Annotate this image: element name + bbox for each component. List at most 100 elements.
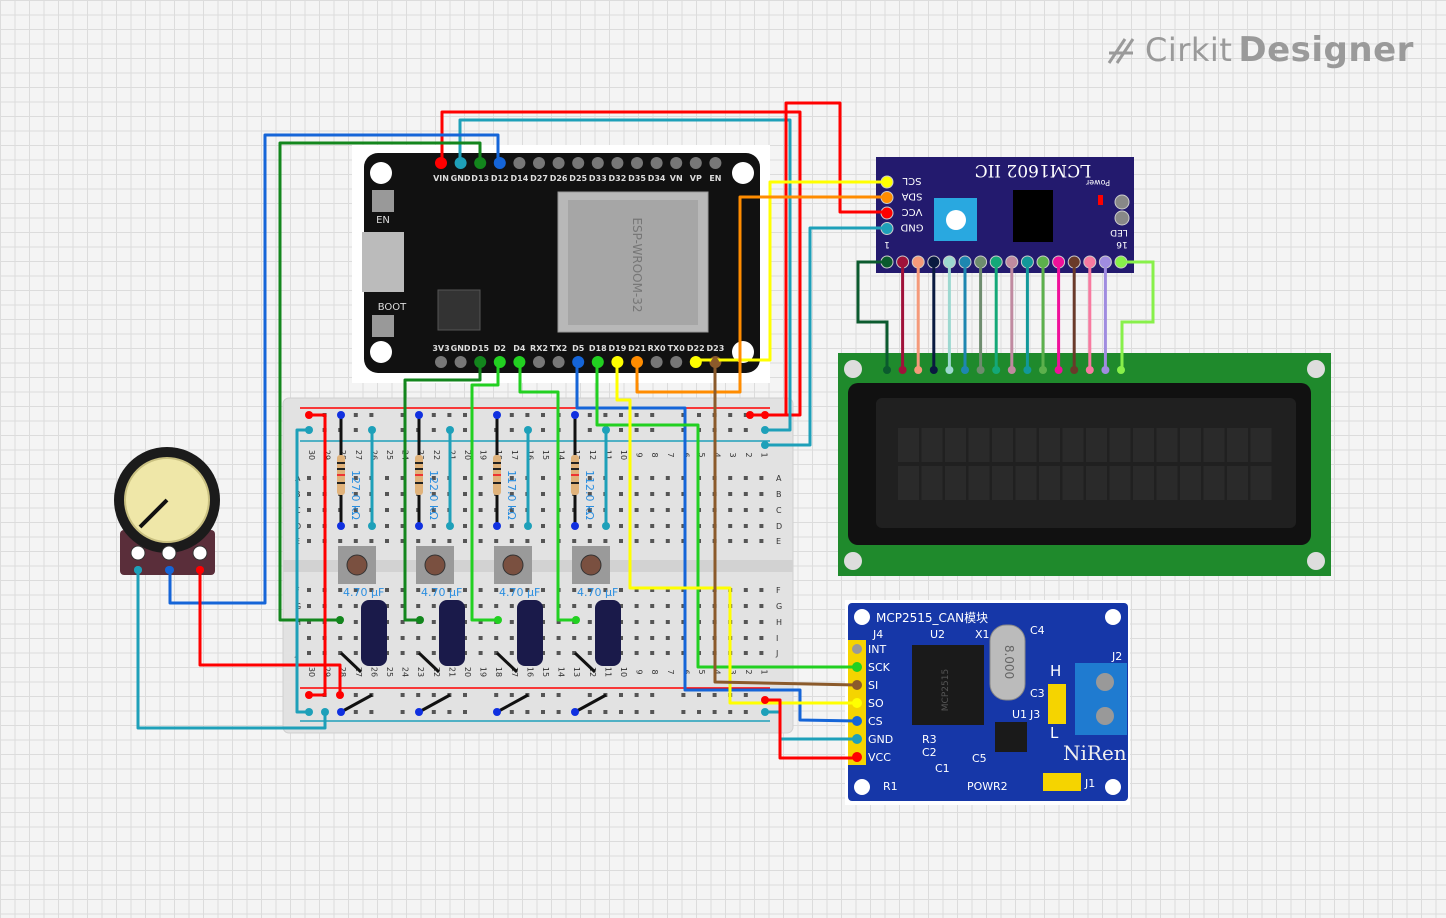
breadboard-hole[interactable] bbox=[509, 620, 514, 624]
breadboard-hole[interactable] bbox=[665, 588, 670, 592]
breadboard-hole[interactable] bbox=[681, 620, 686, 624]
breadboard-hole[interactable] bbox=[431, 539, 436, 543]
breadboard-hole[interactable] bbox=[385, 476, 389, 480]
lcd-display-pin[interactable] bbox=[1054, 366, 1063, 374]
breadboard-hole[interactable] bbox=[385, 588, 389, 592]
rail-hole[interactable] bbox=[681, 693, 686, 697]
breadboard-hole[interactable] bbox=[307, 620, 311, 624]
lcd-data-wire[interactable] bbox=[1120, 260, 1155, 370]
wire-d18-sck[interactable] bbox=[595, 362, 857, 669]
rail-hole[interactable] bbox=[463, 428, 467, 432]
breadboard-hole[interactable] bbox=[525, 588, 530, 592]
rail-hole[interactable] bbox=[525, 413, 530, 417]
breadboard-hole[interactable] bbox=[509, 492, 514, 496]
rail-hole[interactable] bbox=[369, 413, 374, 417]
wire-d13[interactable] bbox=[278, 141, 482, 622]
esp32-pin-gnd[interactable] bbox=[454, 356, 467, 368]
breadboard-hole[interactable] bbox=[509, 651, 514, 655]
wire-d15[interactable] bbox=[403, 362, 482, 622]
rail-hole[interactable] bbox=[587, 413, 592, 417]
breadboard-hole[interactable] bbox=[353, 492, 358, 496]
esp32-pin-d14[interactable] bbox=[513, 157, 526, 169]
breadboard-hole[interactable] bbox=[400, 524, 405, 528]
rail-hole[interactable] bbox=[400, 428, 405, 432]
breadboard-hole[interactable] bbox=[541, 508, 545, 512]
lcd-display-pin[interactable] bbox=[1085, 366, 1094, 374]
breadboard-hole[interactable] bbox=[494, 539, 499, 543]
breadboard-hole[interactable] bbox=[447, 588, 452, 592]
rail-hole[interactable] bbox=[587, 428, 592, 432]
breadboard-hole[interactable] bbox=[634, 539, 639, 543]
lcd-display-pin[interactable] bbox=[961, 366, 969, 374]
rail-hole[interactable] bbox=[353, 693, 358, 697]
breadboard-hole[interactable] bbox=[509, 604, 514, 608]
breadboard-hole[interactable] bbox=[634, 604, 639, 608]
breadboard-hole[interactable] bbox=[572, 651, 577, 655]
breadboard-hole[interactable] bbox=[416, 539, 421, 543]
breadboard-hole[interactable] bbox=[603, 588, 608, 592]
rail-hole[interactable] bbox=[697, 413, 701, 417]
breadboard-hole[interactable] bbox=[369, 539, 374, 543]
breadboard-hole[interactable] bbox=[463, 476, 467, 480]
breadboard-hole[interactable] bbox=[307, 651, 311, 655]
breadboard-hole[interactable] bbox=[634, 524, 639, 528]
lcd-data-wire[interactable] bbox=[856, 260, 889, 370]
breadboard-hole[interactable] bbox=[307, 508, 311, 512]
rail-hole[interactable] bbox=[650, 710, 655, 714]
breadboard-hole[interactable] bbox=[728, 476, 733, 480]
breadboard-hole[interactable] bbox=[759, 539, 764, 543]
breadboard-hole[interactable] bbox=[650, 636, 655, 640]
breadboard-hole[interactable] bbox=[463, 539, 467, 543]
breadboard-hole[interactable] bbox=[307, 492, 311, 496]
esp32-pin-d26[interactable] bbox=[552, 157, 565, 169]
breadboard-hole[interactable] bbox=[353, 620, 358, 624]
breadboard-hole[interactable] bbox=[587, 508, 592, 512]
breadboard-hole[interactable] bbox=[665, 620, 670, 624]
breadboard-hole[interactable] bbox=[431, 492, 436, 496]
wire-mcp-vcc[interactable] bbox=[765, 698, 857, 760]
breadboard-hole[interactable] bbox=[634, 492, 639, 496]
rail-hole[interactable] bbox=[400, 693, 405, 697]
wire-lcd-gnd[interactable] bbox=[765, 226, 887, 447]
esp32-pin-3v3[interactable] bbox=[435, 356, 447, 368]
rail-hole[interactable] bbox=[369, 710, 374, 714]
breadboard-hole[interactable] bbox=[338, 636, 343, 640]
esp32-pin-rx2[interactable] bbox=[533, 356, 545, 368]
breadboard-hole[interactable] bbox=[541, 492, 545, 496]
breadboard-hole[interactable] bbox=[447, 539, 452, 543]
breadboard-hole[interactable] bbox=[759, 620, 764, 624]
breadboard-hole[interactable] bbox=[681, 524, 686, 528]
rail-hole[interactable] bbox=[463, 413, 467, 417]
breadboard-hole[interactable] bbox=[509, 539, 514, 543]
wire-d23-si[interactable] bbox=[713, 362, 858, 687]
esp32-pin-rx0[interactable] bbox=[650, 356, 663, 368]
breadboard-hole[interactable] bbox=[478, 476, 483, 480]
rail-hole[interactable] bbox=[431, 693, 436, 697]
breadboard-hole[interactable] bbox=[759, 524, 764, 528]
breadboard-hole[interactable] bbox=[728, 508, 733, 512]
lcd-display-pin[interactable] bbox=[914, 366, 923, 374]
breadboard-hole[interactable] bbox=[681, 492, 686, 496]
rail-hole[interactable] bbox=[587, 710, 592, 714]
lcd-display-pin[interactable] bbox=[1117, 366, 1125, 374]
breadboard-hole[interactable] bbox=[463, 508, 467, 512]
breadboard-hole[interactable] bbox=[587, 636, 592, 640]
breadboard-hole[interactable] bbox=[478, 524, 483, 528]
breadboard-hole[interactable] bbox=[634, 588, 639, 592]
breadboard-hole[interactable] bbox=[385, 524, 389, 528]
breadboard-hole[interactable] bbox=[572, 588, 577, 592]
lcd-display-pin[interactable] bbox=[1023, 366, 1032, 374]
breadboard-hole[interactable] bbox=[400, 636, 405, 640]
breadboard-hole[interactable] bbox=[400, 651, 405, 655]
rail-hole[interactable] bbox=[447, 710, 452, 714]
breadboard-hole[interactable] bbox=[759, 492, 764, 496]
capacitor[interactable] bbox=[439, 600, 465, 666]
lcd-display-pin[interactable] bbox=[898, 366, 907, 374]
rail-hole[interactable] bbox=[541, 428, 545, 432]
breadboard-hole[interactable] bbox=[665, 604, 670, 608]
breadboard-hole[interactable] bbox=[619, 492, 623, 496]
rail-hole[interactable] bbox=[619, 413, 623, 417]
rail-hole[interactable] bbox=[634, 710, 639, 714]
breadboard-hole[interactable] bbox=[478, 588, 483, 592]
breadboard-hole[interactable] bbox=[478, 620, 483, 624]
